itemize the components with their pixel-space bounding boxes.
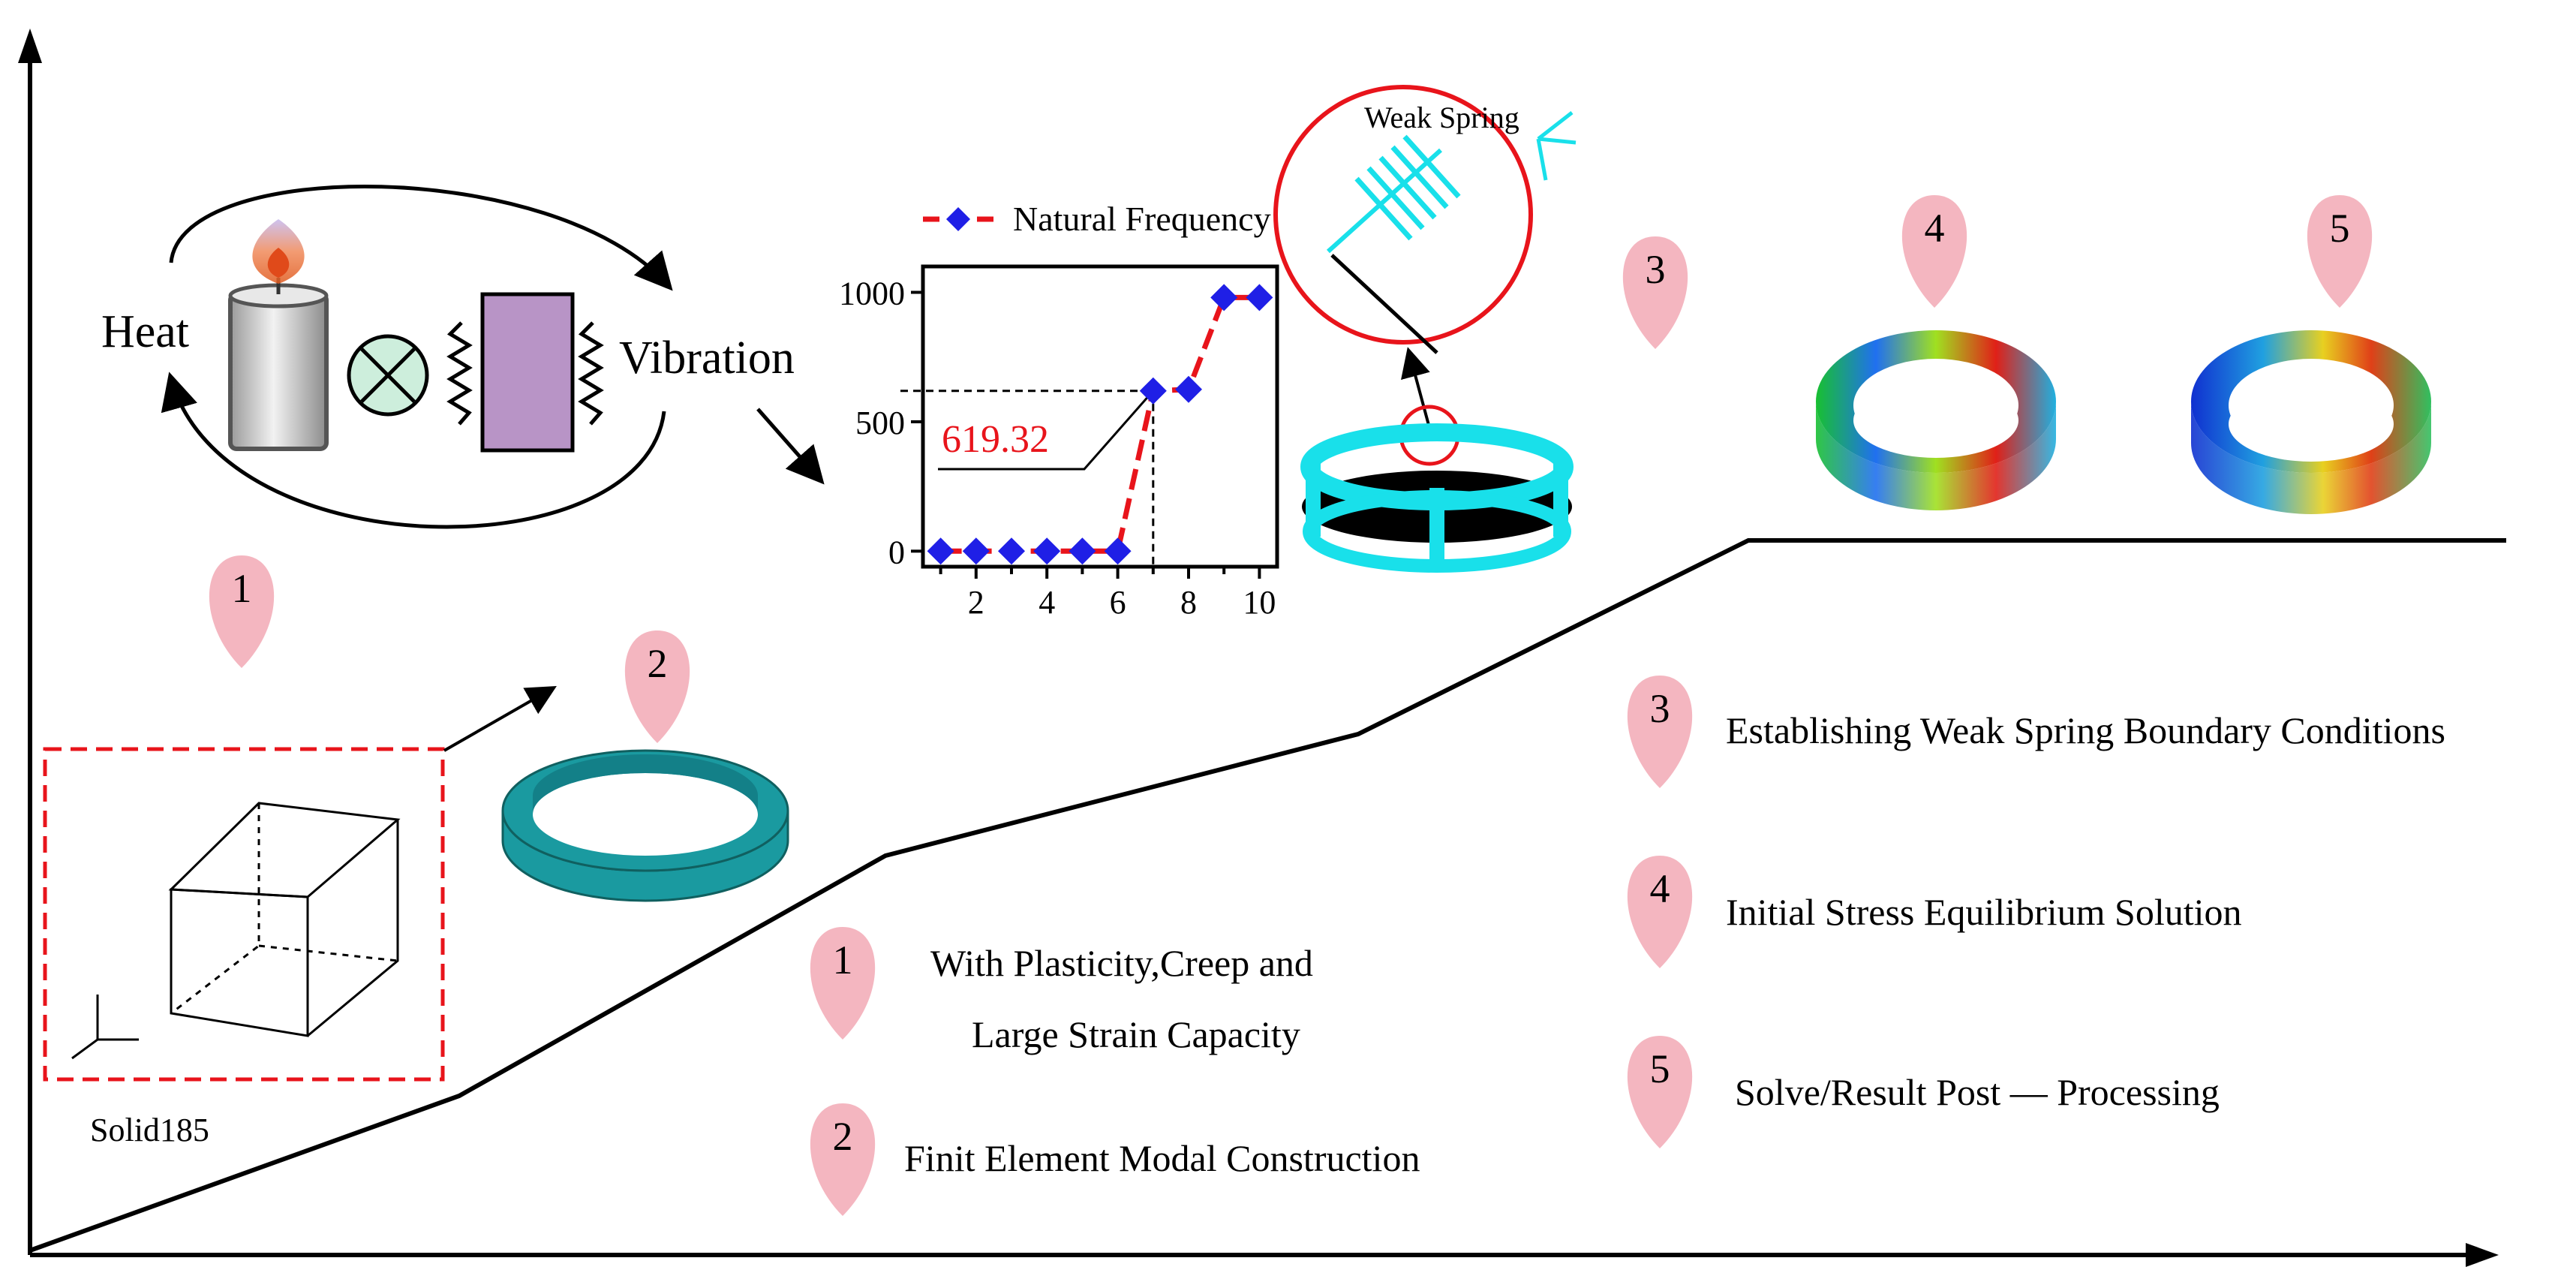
weak-spring-coil-icon [1354,134,1461,241]
series-line [940,294,1260,554]
element-frame [43,747,445,1082]
series-point [1069,537,1096,565]
x-ticks: 2 4 6 8 10 [939,567,1276,621]
series-point [1175,375,1202,403]
x-tick-label: 10 [1243,584,1276,621]
natural-frequency-chart: Natural Frequency 0 500 1000 2 4 6 8 10 619.32 [839,200,1279,621]
badge-2-number: 2 [648,641,668,686]
main-axes [18,29,2499,1267]
meshed-ring-model [501,749,789,902]
step-2-number: 2 [833,1114,853,1159]
coordinate-triad-icon [1536,111,1577,181]
series-point [1033,537,1061,565]
series-point [998,537,1025,565]
series-point [1139,377,1167,405]
spring-icon [446,321,473,426]
badge-5: 5 [2307,195,2373,308]
step-1-line1: With Plasticity,Creep and [930,942,1313,984]
candle-icon [228,219,329,451]
progress-path [29,538,2506,1253]
series-point [1210,284,1238,311]
step-1-badge: 1 [810,927,876,1040]
vibration-label: Vibration [619,333,795,384]
step-item-3: 3 Establishing Weak Spring Boundary Cond… [1627,676,2445,788]
spring-axis [1326,148,1443,254]
coupling-operator-icon [347,334,429,417]
x-tick-label: 2 [968,584,984,621]
chart-frame [921,264,1279,569]
hexahedron-icon [168,802,401,1037]
badge-1-number: 1 [232,566,252,611]
highlight-leader-line [938,390,1154,471]
step-4-badge: 4 [1627,856,1693,968]
step-2-badge: 2 [810,1103,876,1216]
legend-marker-icon [946,207,970,231]
heat-label: Heat [101,306,189,357]
mass-block-icon [480,292,575,453]
step-item-2: 2 Finit Element Modal Construction [810,1103,1420,1216]
element-label: Solid185 [90,1112,209,1148]
x-tick-label: 4 [1039,584,1055,621]
callout-pointer-arrow [1401,347,1431,429]
badge-3: 3 [1622,236,1688,349]
badge-4-number: 4 [1925,206,1945,251]
step-item-4: 4 Initial Stress Equilibrium Solution [1627,856,2242,968]
highlight-guides [900,390,1155,567]
chart-legend: Natural Frequency [923,200,1271,238]
step-4-number: 4 [1650,866,1670,911]
zoom-circle [1273,85,1533,345]
highlight-value-label: 619.32 [942,418,1049,461]
x-tick-label: 6 [1110,584,1126,621]
element-axes-icon [71,995,139,1060]
x-axis-arrow-icon [2466,1243,2499,1267]
series-point [1104,537,1132,565]
element-to-ring-arrow [443,686,557,752]
x-tick-label: 8 [1180,584,1197,621]
badge-3-number: 3 [1646,247,1666,292]
vibration-to-chart-arrow [756,408,825,485]
step-1-line2: Large Strain Capacity [972,1013,1300,1055]
badge-4: 4 [1901,195,1967,308]
badge-5-number: 5 [2330,206,2350,251]
series-point [962,537,990,565]
step-5-line1: Solve/Result Post — Processing [1735,1071,2220,1113]
series-point [1246,284,1273,311]
badge-2: 2 [624,630,690,743]
y-axis-arrow-icon [18,29,42,63]
step-2-line1: Finit Element Modal Construction [904,1137,1420,1179]
weak-spring-callout: Weak Spring [1273,85,1577,466]
step-4-line1: Initial Stress Equilibrium Solution [1726,891,2242,933]
step-list: 1 With Plasticity,Creep and Large Strain… [810,676,2445,1216]
step-3-line1: Establishing Weak Spring Boundary Condit… [1726,709,2445,751]
step-1-number: 1 [833,937,853,983]
series-natural-frequency [927,284,1273,565]
badge-1: 1 [209,555,275,668]
step-item-1: 1 With Plasticity,Creep and Large Strain… [810,927,1313,1055]
stress-ring-model-4 [1816,330,2056,510]
y-tick-label: 0 [888,534,905,570]
y-tick-label: 500 [855,405,905,441]
step-3-badge: 3 [1627,676,1693,788]
weak-spring-model [1300,423,1574,573]
cycle-arrow-top [169,185,673,291]
step-item-5: 5 Solve/Result Post — Processing [1627,1036,2220,1148]
legend-label: Natural Frequency [1013,200,1271,238]
step-5-badge: 5 [1627,1036,1693,1148]
y-tick-label: 1000 [839,275,905,311]
step-5-number: 5 [1650,1046,1670,1091]
heat-vibration-cycle: Heat Vibration [101,185,795,529]
step-3-number: 3 [1650,686,1670,731]
spring-icon-right [578,321,604,426]
y-ticks: 0 500 1000 [839,275,923,570]
weak-spring-label: Weak Spring [1364,101,1519,134]
series-point [927,537,954,565]
stress-ring-model-5 [2191,330,2431,514]
ground-line [1330,254,1438,354]
element-illustration: Solid185 [43,686,557,1148]
cycle-arrow-bottom [161,372,666,529]
